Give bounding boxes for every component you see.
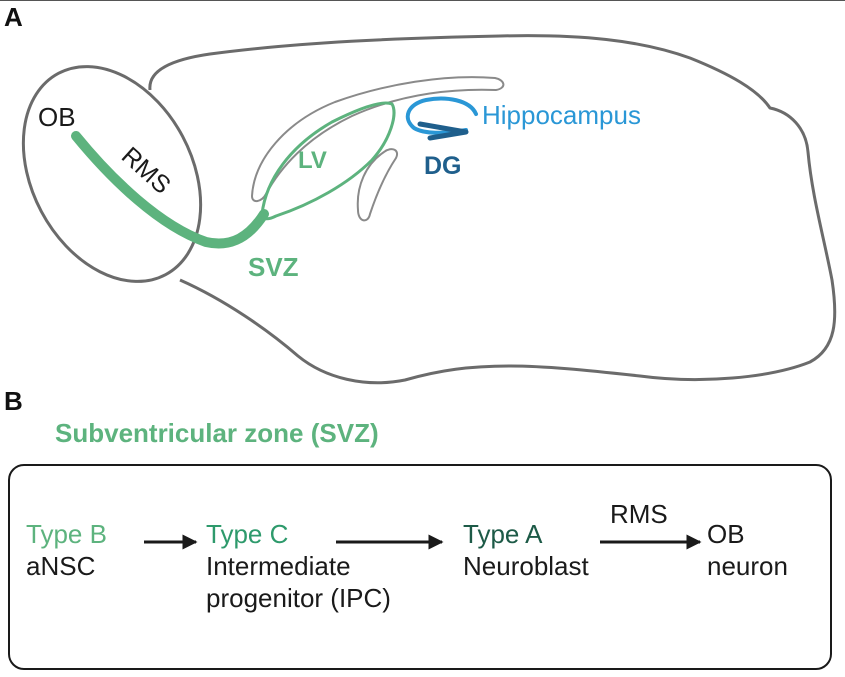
dentate-gyrus-shape — [417, 121, 469, 141]
lineage-flow-box: RMS Type B aNSC Type C Intermediate prog… — [8, 464, 832, 670]
panel-label-a: A — [4, 2, 23, 32]
olfactory-bulb-outline — [21, 65, 203, 283]
stage-type-b-name: Type B — [26, 519, 107, 549]
svz-label: SVZ — [248, 252, 299, 282]
stage-type-b: Type B aNSC — [26, 518, 107, 582]
corpus-callosum-outline — [250, 76, 505, 202]
stage-type-c-desc: Intermediate progenitor (IPC) — [206, 551, 391, 613]
stage-ob-name: OB — [707, 519, 745, 549]
lv-label: LV — [298, 147, 327, 174]
hippocampus-label: Hippocampus — [482, 100, 641, 130]
stage-type-b-desc: aNSC — [26, 551, 96, 581]
brain-outline — [148, 34, 837, 385]
rms-stream — [71, 131, 269, 249]
stage-type-c-name: Type C — [206, 519, 289, 549]
fornix-outline — [356, 148, 398, 222]
ob-label: OB — [38, 102, 76, 132]
panel-label-b: B — [4, 386, 23, 416]
flow-arrows — [144, 534, 702, 550]
rms-arrow-label: RMS — [610, 499, 668, 529]
stage-ob-desc: neuron — [707, 551, 788, 581]
stage-type-a-name: Type A — [463, 519, 543, 549]
hippocampus-shape — [405, 96, 478, 135]
stage-type-a-desc: Neuroblast — [463, 551, 589, 581]
stage-type-c: Type C Intermediate progenitor (IPC) — [206, 518, 391, 614]
dg-label: DG — [424, 152, 462, 180]
svz-section-title: Subventricular zone (SVZ) — [55, 418, 379, 448]
stage-type-a: Type A Neuroblast — [463, 518, 589, 582]
top-border-line — [0, 0, 845, 1]
lateral-ventricle-outline — [260, 101, 396, 221]
brain-sagittal-diagram: OB RMS LV SVZ Hippocampus DG — [21, 34, 837, 385]
stage-ob-neuron: OB neuron — [707, 518, 788, 582]
